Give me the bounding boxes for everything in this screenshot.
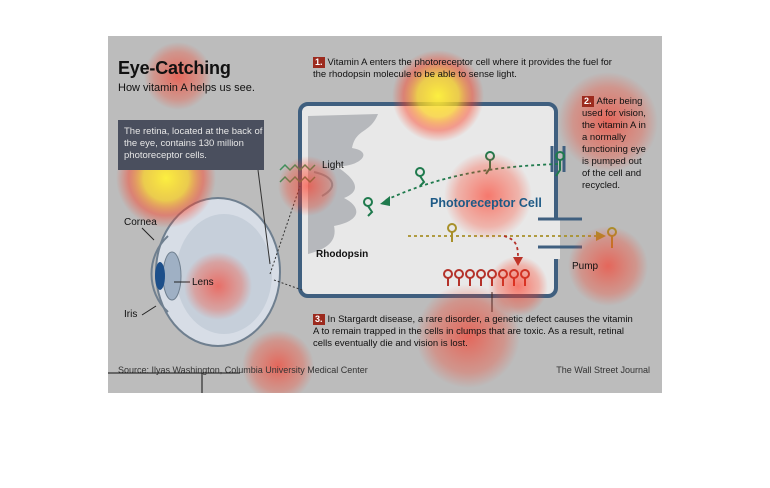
vitamin-entry-arrowhead [380,196,390,206]
step-3: 3.In Stargardt disease, a rare disorder,… [313,314,633,350]
iris-pointer [141,305,157,316]
pump-out-arrowhead [596,231,606,241]
step-2: 2.After being used for vision, the vitam… [582,96,648,192]
cornea-label: Cornea [124,217,157,228]
publisher-credit: The Wall Street Journal [556,365,650,375]
pump-channel-gap [552,219,560,259]
vitamin-entry-arrow [383,163,559,202]
cornea-pointer [141,227,155,241]
pump-label: Pump [572,261,599,272]
retina-pointer [257,169,271,265]
retina-note: The retina, located at the back of the e… [118,120,264,170]
eye-inner [176,214,272,334]
infographic-title: Eye-Catching [118,58,231,78]
step-2-text: After being used for vision, the vitamin… [582,96,646,191]
step-1: 1.Vitamin A enters the photoreceptor cel… [313,57,613,81]
cornea-shape [150,235,169,313]
rhodopsin-membrane-folds [308,114,378,254]
zoom-line-bottom [273,279,303,291]
rhodopsin-label: Rhodopsin [316,249,369,260]
zoom-line-top [269,185,301,275]
light-label: Light [322,160,344,171]
step-3-number: 3. [313,314,325,325]
gold-molecule-outside [607,227,617,248]
step-1-number: 1. [313,57,325,68]
green-molecule-3 [415,167,426,187]
step-2-number: 2. [582,96,594,107]
infographic-card: Eye-Catching How vitamin A helps us see.… [108,36,662,393]
infographic-subtitle: How vitamin A helps us see. [118,82,255,94]
iris-shape [155,262,165,290]
lens-label: Lens [192,277,214,288]
photoreceptor-cell-label: Photoreceptor Cell [430,196,542,210]
green-molecule-4 [363,197,374,217]
step-1-text: Vitamin A enters the photoreceptor cell … [313,57,612,80]
source-note: Source: Ilyas Washington, Columbia Unive… [118,365,368,375]
iris-label: Iris [124,309,138,320]
step-3-text: In Stargardt disease, a rare disorder, a… [313,314,633,349]
lens-shape [162,251,182,301]
